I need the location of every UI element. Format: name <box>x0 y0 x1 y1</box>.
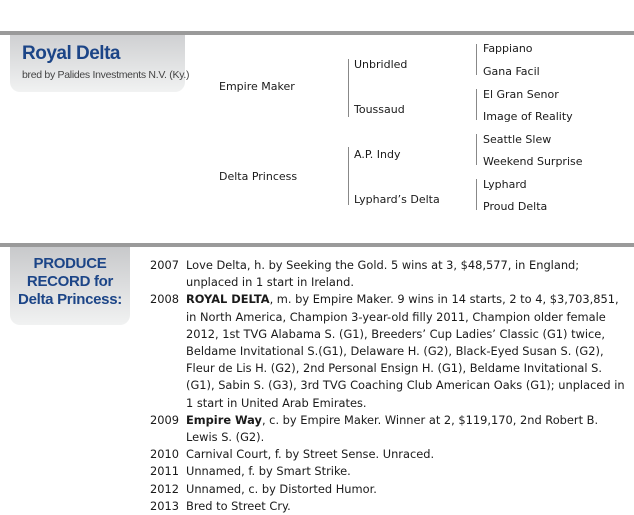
record-name: Unnamed <box>186 464 242 479</box>
produce-record: 2013 Bred to Street Cry. <box>150 498 630 515</box>
record-name: Empire Way <box>186 412 262 427</box>
record-name: Unnamed <box>186 481 242 496</box>
record-year: 2011 <box>150 464 179 479</box>
record-name: Love Delta <box>186 258 247 272</box>
pedigree-sire: Empire Maker <box>219 80 295 93</box>
bracket-line <box>348 59 349 117</box>
produce-records: 2007 Love Delta, h. by Seeking the Gold. … <box>150 257 630 515</box>
pedigree-great-grandparent: Image of Reality <box>483 110 573 123</box>
produce-header-tab <box>10 247 130 325</box>
breeder: bred by Palides Investments N.V. (Ky.) <box>22 69 190 81</box>
pedigree-great-grandparent: El Gran Senor <box>483 88 559 101</box>
pedigree-great-grandparent: Weekend Surprise <box>483 155 583 168</box>
record-text: , f. by Smart Strike. <box>241 464 351 479</box>
record-text: , c. by Empire Maker. Winner at 2, $119,… <box>186 412 599 445</box>
produce-record: 2011 Unnamed, f. by Smart Strike. <box>150 463 630 480</box>
section-divider <box>0 243 634 247</box>
pedigree-grandparent: Toussaud <box>354 103 405 116</box>
record-name: Bred to Street Cry. <box>186 498 291 513</box>
pedigree-great-grandparent: Gana Facil <box>483 65 540 78</box>
record-text: , f. by Street Sense. Unraced. <box>267 447 435 462</box>
bracket-line <box>476 134 477 165</box>
bracket-line <box>476 179 477 210</box>
record-text: , m. by Empire Maker. 9 wins in 14 start… <box>186 292 625 410</box>
pedigree-great-grandparent: Fappiano <box>483 42 533 55</box>
produce-record: 2007 Love Delta, h. by Seeking the Gold. … <box>150 257 630 291</box>
produce-record: 2008 ROYAL DELTA, m. by Empire Maker. 9 w… <box>150 291 630 411</box>
produce-record: 2009 Empire Way, c. by Empire Maker. Winn… <box>150 412 630 446</box>
produce-record: 2010 Carnival Court, f. by Street Sense. … <box>150 446 630 463</box>
pedigree-great-grandparent: Seattle Slew <box>483 133 552 146</box>
produce-title: PRODUCE RECORD for Delta Princess: <box>18 255 122 308</box>
record-name: ROYAL DELTA <box>186 292 270 307</box>
pedigree-great-grandparent: Proud Delta <box>483 200 548 213</box>
pedigree-dam: Delta Princess <box>219 170 298 183</box>
horse-header-tab <box>10 35 185 92</box>
top-divider <box>0 31 634 35</box>
record-name: Carnival Court <box>186 447 268 462</box>
record-year: 2013 <box>150 498 179 513</box>
record-year: 2009 <box>150 412 179 427</box>
pedigree-grandparent: Lyphard’s Delta <box>354 193 440 206</box>
record-year: 2012 <box>150 481 179 496</box>
produce-record: 2012 Unnamed, c. by Distorted Humor. <box>150 481 630 498</box>
record-year: 2010 <box>150 447 179 462</box>
horse-name: Royal Delta <box>22 43 120 64</box>
pedigree-grandparent: Unbridled <box>354 58 408 71</box>
bracket-line <box>476 44 477 75</box>
pedigree-great-grandparent: Lyphard <box>483 178 527 191</box>
bracket-line <box>348 147 349 205</box>
record-text: , c. by Distorted Humor. <box>241 481 377 496</box>
record-year: 2008 <box>150 292 179 307</box>
record-text: , h. by Seeking the Gold. 5 wins at 3, $… <box>186 258 580 290</box>
pedigree-grandparent: A.P. Indy <box>354 148 401 161</box>
record-year: 2007 <box>150 258 179 272</box>
bracket-line <box>476 89 477 120</box>
